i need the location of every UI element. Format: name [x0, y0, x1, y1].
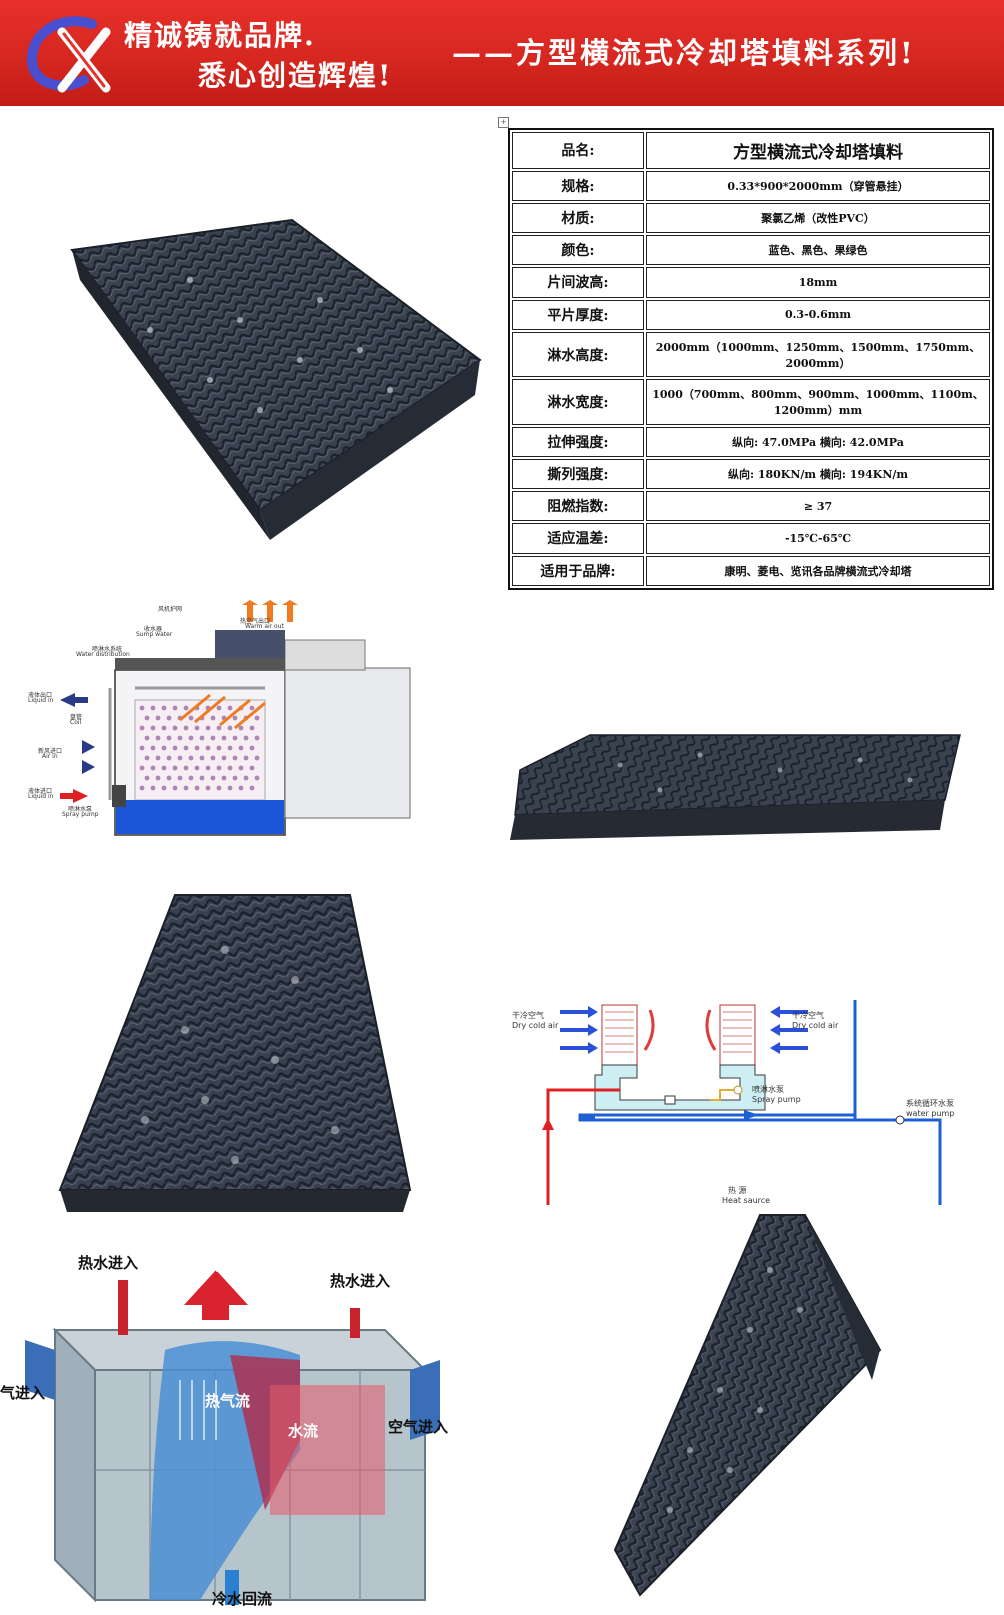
- spec-table: 品名:方型横流式冷却塔填料 规格:0.33*900*2000mm（穿管悬挂） 材…: [508, 128, 994, 590]
- label-cold-return: 冷水回流: [212, 1590, 273, 1608]
- crossflow-cutaway-drawing: [25, 1270, 440, 1605]
- label-distrib-en: Water distribution: [76, 651, 130, 658]
- label-coil-cn: 盘管: [70, 714, 83, 721]
- label-left-air-cn: 干冷空气: [512, 1011, 544, 1020]
- logo-icon: [26, 16, 111, 93]
- table-row: 颜色:蓝色、黑色、果绿色: [512, 235, 990, 266]
- table-handle-icon[interactable]: +: [498, 117, 509, 128]
- table-row: 适应温差:-15℃-65℃: [512, 523, 990, 554]
- table-row: 平片厚度:0.3-0.6mm: [512, 299, 990, 330]
- table-row: 片间波高:18mm: [512, 267, 990, 298]
- spec-label: 拉伸强度:: [512, 426, 644, 457]
- label-liquid-out-en: Liquid in: [28, 697, 54, 704]
- spec-label: 材质:: [512, 202, 644, 234]
- spec-label: 品名:: [512, 132, 644, 169]
- label-liquid-in-cn: 液体进口: [28, 788, 53, 795]
- diagram-closed-tower: 风机护网 热空气出口 Warm air out 收水器 Sump water 喷…: [20, 600, 420, 850]
- slogan-line1: 精诚铸就品牌.: [124, 19, 316, 52]
- spec-value: 蓝色、黑色、果绿色: [646, 235, 990, 266]
- spec-label: 淋水宽度:: [512, 379, 644, 425]
- table-row: 撕列强度:纵向: 180KN/m 横向: 194KN/m: [512, 458, 990, 490]
- spec-label: 颜色:: [512, 235, 644, 266]
- label-distrib-cn: 喷淋水系统: [92, 646, 123, 653]
- label-exhaust: 排出: [215, 1256, 246, 1274]
- label-hot-air-flow: 热气流: [205, 1392, 251, 1410]
- label-right-air-en: Dry cold air: [792, 1021, 839, 1030]
- label-right-air-cn: 干冷空气: [792, 1011, 824, 1020]
- label-air-out-cn: 热空气出口: [240, 618, 271, 625]
- diagram-open-loop: 干冷空气 Dry cold air 干冷空气 Dry cold air 喷淋水泵…: [510, 1000, 990, 1210]
- label-spray-pump-cn: 喷淋水泵: [752, 1085, 784, 1094]
- spec-label: 撕列强度:: [512, 458, 644, 490]
- spec-label: 适应温差:: [512, 523, 644, 554]
- spec-value: 纵向: 47.0MPa 横向: 42.0MPa: [646, 426, 990, 457]
- diagram-crossflow-cutaway: 热水进入 排出 热水进入 气进入 热气流 水流 空气进入 冷水回流: [0, 1254, 470, 1610]
- table-row: 品名:方型横流式冷却塔填料: [512, 132, 990, 169]
- closed-tower-drawing: [60, 600, 411, 836]
- label-water-flow: 水流: [288, 1422, 319, 1440]
- label-hot-water-in-left: 热水进入: [78, 1254, 139, 1272]
- slogan-line2: 悉心创造辉煌!: [198, 59, 393, 92]
- product-photo-fill-4: [613, 1214, 882, 1597]
- product-photo-fill-2: [510, 734, 961, 840]
- product-photo-fill-3: [58, 894, 412, 1212]
- table-row: 规格:0.33*900*2000mm（穿管悬挂）: [512, 170, 990, 201]
- table-row: 材质:聚氯乙烯（改性PVC）: [512, 202, 990, 234]
- spec-label: 适用于品牌:: [512, 555, 644, 586]
- label-sump-cn: 收水器: [144, 626, 163, 633]
- open-loop-drawing: [542, 1000, 942, 1205]
- spec-label: 规格:: [512, 170, 644, 201]
- spec-value: 康明、菱电、览讯各品牌横流式冷却塔: [646, 555, 990, 586]
- spec-label: 片间波高:: [512, 267, 644, 298]
- label-air-in-en: Air in: [42, 753, 58, 760]
- spec-value: 方型横流式冷却塔填料: [646, 132, 990, 169]
- spec-value: ≥ 37: [646, 491, 990, 522]
- label-pump-cn: 喷淋水泵: [68, 806, 93, 813]
- table-row: 淋水高度:2000mm（1000mm、1250mm、1500mm、1750mm、…: [512, 331, 990, 378]
- label-air-in-cn: 新风进口: [38, 748, 63, 755]
- spec-label: 阻燃指数:: [512, 491, 644, 522]
- label-pump-en: Spray pump: [62, 811, 99, 818]
- spec-value: 1000（700mm、800mm、900mm、1000mm、1100m、1200…: [646, 379, 990, 425]
- label-air-in-right: 空气进入: [388, 1418, 449, 1436]
- spec-value: -15℃-65℃: [646, 523, 990, 554]
- spec-value: 纵向: 180KN/m 横向: 194KN/m: [646, 458, 990, 490]
- label-sys-pump-cn: 系统循环水泵: [906, 1099, 954, 1108]
- label-heat-en: Heat saurce: [722, 1196, 771, 1205]
- label-liquid-out-cn: 液体出口: [28, 692, 53, 699]
- series-title: ——方型横流式冷却塔填料系列!: [452, 36, 916, 70]
- label-spray-pump-en: Spray pump: [752, 1095, 801, 1104]
- spec-value: 聚氯乙烯（改性PVC）: [646, 202, 990, 234]
- spec-label: 淋水高度:: [512, 331, 644, 378]
- label-air-out-en: Warm air out: [245, 623, 284, 630]
- header-banner: 精诚铸就品牌. 悉心创造辉煌! ——方型横流式冷却塔填料系列!: [0, 0, 1004, 106]
- label-sump-en: Sump water: [136, 631, 173, 638]
- product-photo-fill-1: [70, 218, 482, 540]
- spec-label: 平片厚度:: [512, 299, 644, 330]
- label-liquid-in-en: Liquid in: [28, 793, 54, 800]
- spec-value: 18mm: [646, 267, 990, 298]
- spec-value: 0.3-0.6mm: [646, 299, 990, 330]
- label-sys-pump-en: water pump: [906, 1109, 955, 1118]
- table-row: 适用于品牌:康明、菱电、览讯各品牌横流式冷却塔: [512, 555, 990, 586]
- label-coil-en: Coil: [70, 719, 82, 726]
- label-hot-water-in-right: 热水进入: [330, 1272, 391, 1290]
- label-fan: 风机护网: [158, 606, 183, 613]
- table-row: 淋水宽度:1000（700mm、800mm、900mm、1000mm、1100m…: [512, 379, 990, 425]
- spec-value: 2000mm（1000mm、1250mm、1500mm、1750mm、2000m…: [646, 331, 990, 378]
- table-row: 阻燃指数:≥ 37: [512, 491, 990, 522]
- table-row: 拉伸强度:纵向: 47.0MPa 横向: 42.0MPa: [512, 426, 990, 457]
- spec-value: 0.33*900*2000mm（穿管悬挂）: [646, 170, 990, 201]
- label-air-in-left: 气进入: [0, 1384, 46, 1402]
- label-left-air-en: Dry cold air: [512, 1021, 559, 1030]
- label-heat-cn: 热 源: [728, 1186, 747, 1195]
